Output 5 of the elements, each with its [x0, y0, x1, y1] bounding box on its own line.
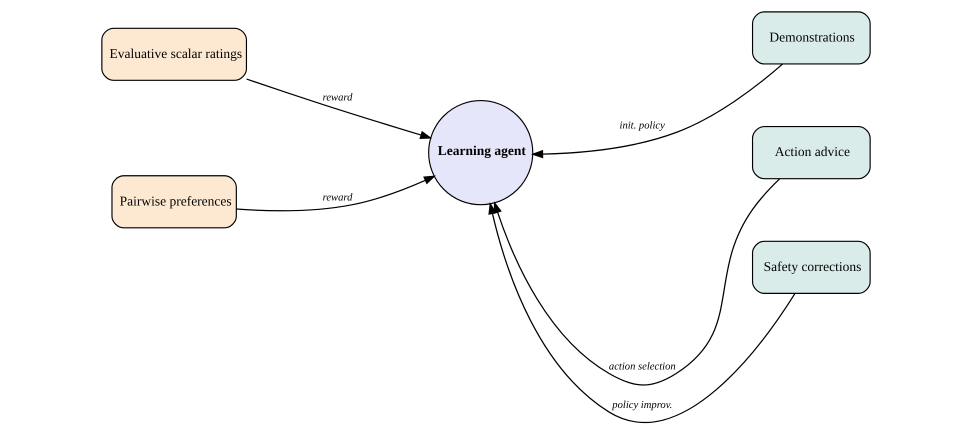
edge-label: action selection: [608, 361, 676, 372]
edge-label: policy improv.: [612, 400, 672, 411]
edge-label: init. policy: [619, 120, 664, 132]
edge-label: reward: [322, 192, 352, 204]
edge-label: reward: [322, 92, 352, 104]
